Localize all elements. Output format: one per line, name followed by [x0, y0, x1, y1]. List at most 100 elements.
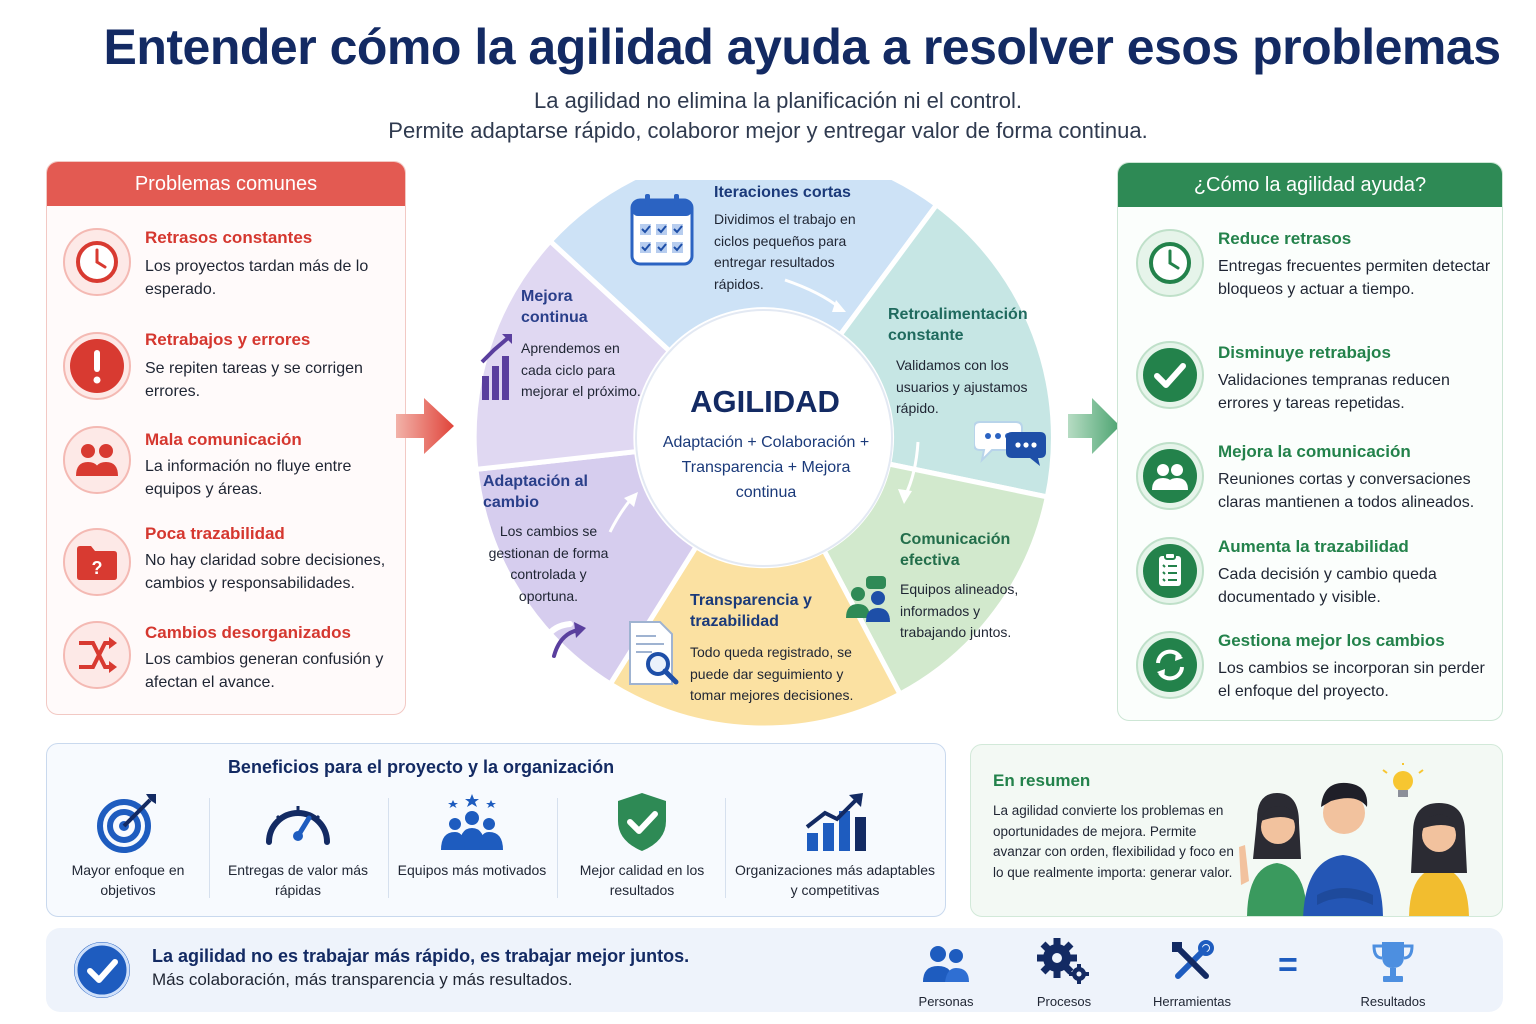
subtitle-line-1: La agilidad no elimina la planificación …	[534, 88, 1022, 113]
benefit-item: Mayor enfoque en objetivos	[43, 788, 213, 908]
segment-title: Iteraciones cortas	[714, 184, 851, 201]
segment-title: Mejora continua	[521, 288, 588, 326]
benefit-label: Organizaciones más adaptables y competit…	[734, 862, 935, 898]
segment-title: Comunicación efectiva	[900, 531, 1011, 569]
people-icon	[900, 936, 992, 984]
team-illustration	[1239, 763, 1469, 916]
svg-text:?: ?	[92, 558, 103, 578]
benefit-item: Entregas de valor más rápidas	[213, 788, 383, 908]
problem-title: Poca trazabilidad	[145, 524, 285, 543]
solution-desc: Los cambios se incorporan sin perder el …	[1218, 660, 1485, 700]
solution-desc: Validaciones tempranas reducen errores y…	[1218, 372, 1450, 412]
problem-title: Retrasos constantes	[145, 228, 313, 247]
people-icon	[63, 426, 131, 494]
problem-title: Cambios desorganizados	[145, 623, 351, 642]
team-stars-icon	[387, 788, 557, 856]
wheel-ring	[471, 180, 1056, 731]
summary-panel: En resumen La agilidad convierte los pro…	[970, 744, 1503, 917]
solutions-panel: ¿Cómo la agilidad ayuda? Reduce retrasos…	[1117, 162, 1503, 721]
refresh-icon	[1136, 631, 1204, 699]
problems-heading: Problemas comunes	[47, 162, 405, 206]
problems-panel: Problemas comunes Retrasos constantes Lo…	[46, 161, 406, 715]
footer-statement: La agilidad no es trabajar más rápido, e…	[152, 946, 690, 966]
wheel-center-desc: Adaptación + Colaboración + Transparenci…	[662, 434, 870, 501]
gears-icon	[1018, 936, 1110, 984]
trophy-icon	[1346, 936, 1440, 984]
arrow-right-icon	[1068, 398, 1120, 454]
formula-label: Resultados	[1360, 994, 1426, 1009]
segment-text: Comunicación efectiva Equipos alineados,…	[900, 529, 1050, 644]
target-icon	[43, 788, 213, 856]
benefit-label: Mejor calidad en los resultados	[579, 862, 705, 898]
segment-title: Retroalimentación constante	[888, 306, 1028, 344]
solution-desc: Entregas frecuentes permiten detectar bl…	[1218, 258, 1491, 298]
segment-text: Adaptación al cambio Los cambios se gest…	[483, 471, 633, 607]
segment-text: Iteraciones cortas Dividimos el trabajo …	[714, 182, 884, 295]
divider	[388, 798, 389, 898]
bar-chart-up-icon	[733, 788, 937, 856]
formula-label: Procesos	[1036, 994, 1092, 1009]
footer-bar: La agilidad no es trabajar más rápido, e…	[46, 928, 1503, 1012]
segment-text: Retroalimentación constante Validamos co…	[888, 304, 1046, 420]
arrow-right-icon	[396, 398, 454, 454]
segment-text: Transparencia y trazabilidad Todo queda …	[690, 590, 880, 707]
formula-item: Procesos	[1018, 936, 1110, 1009]
benefits-panel: Beneficios para el proyecto y la organiz…	[46, 743, 946, 917]
solution-desc: Reuniones cortas y conversaciones claras…	[1218, 471, 1475, 511]
check-circle-icon	[74, 942, 130, 998]
benefit-label: Mayor enfoque en objetivos	[71, 862, 185, 898]
benefit-label: Equipos más motivados	[397, 862, 547, 878]
people-icon	[1136, 442, 1204, 510]
exclamation-icon	[63, 332, 131, 400]
benefit-item: Equipos más motivados	[387, 788, 557, 908]
segment-title: Adaptación al cambio	[483, 473, 588, 511]
speedometer-icon	[213, 788, 383, 856]
problem-title: Mala comunicación	[145, 430, 302, 449]
benefit-item: Organizaciones más adaptables y competit…	[733, 788, 937, 908]
shield-check-icon	[557, 788, 727, 856]
shuffle-arrows-icon	[63, 621, 131, 689]
solution-title: Reduce retrasos	[1218, 229, 1352, 248]
segment-title: Transparencia y trazabilidad	[690, 592, 812, 630]
equals-sign: =	[1278, 946, 1298, 984]
benefits-heading: Beneficios para el proyecto y la organiz…	[227, 757, 615, 777]
summary-text: La agilidad convierte los problemas en o…	[993, 803, 1234, 880]
formula-label: Herramientas	[1152, 994, 1232, 1009]
solution-title: Mejora la comunicación	[1218, 442, 1411, 461]
benefit-item: Mejor calidad en los resultados	[557, 788, 727, 908]
problem-desc: Los proyectos tardan más de lo esperado.	[145, 258, 369, 298]
clock-icon	[1136, 229, 1204, 297]
tools-icon	[1142, 936, 1242, 984]
formula-label: Personas	[918, 994, 974, 1009]
problem-desc: Los cambios generan confusión y afectan …	[145, 651, 384, 691]
segment-desc: Equipos alineados, informados y trabajan…	[900, 581, 1019, 640]
solution-title: Disminuye retrabajos	[1218, 343, 1391, 362]
folder-question-icon: ?	[63, 528, 131, 596]
solutions-heading: ¿Cómo la agilidad ayuda?	[1118, 163, 1502, 207]
lightbulb-icon	[1382, 763, 1424, 797]
clock-icon	[63, 228, 131, 296]
formula-item: Herramientas	[1142, 936, 1242, 1009]
problem-desc: No hay claridad sobre decisiones, cambio…	[145, 552, 386, 592]
segment-desc: Dividimos el trabajo en ciclos pequeños …	[714, 211, 856, 292]
problem-title: Retrabajos y errores	[145, 330, 311, 349]
problem-desc: La información no fluye entre equipos y …	[145, 458, 352, 498]
solution-desc: Cada decisión y cambio queda documentado…	[1218, 566, 1437, 606]
wheel-center-title: AGILIDAD	[690, 384, 840, 419]
formula-item: Personas	[900, 936, 992, 1009]
benefit-label: Entregas de valor más rápidas	[227, 862, 369, 898]
divider	[557, 798, 558, 898]
solution-title: Aumenta la trazabilidad	[1218, 537, 1409, 556]
footer-subtext: Más colaboración, más transparencia y má…	[152, 970, 573, 989]
clipboard-list-icon	[1136, 537, 1204, 605]
segment-desc: Validamos con los usuarios y ajustamos r…	[896, 357, 1028, 416]
formula-item: Resultados	[1346, 936, 1440, 1009]
problem-desc: Se repiten tareas y se corrigen errores.	[145, 360, 363, 400]
segment-text: Mejora continua Aprendemos en cada ciclo…	[521, 286, 641, 403]
check-icon	[1136, 341, 1204, 409]
page-title: Entender cómo la agilidad ayuda a resolv…	[103, 19, 1501, 75]
divider	[209, 798, 210, 898]
subtitle-line-2: Permite adaptarse rápido, colaboror mejo…	[388, 118, 1148, 143]
segment-desc: Los cambios se gestionan de forma contro…	[488, 523, 609, 604]
divider	[725, 798, 726, 898]
